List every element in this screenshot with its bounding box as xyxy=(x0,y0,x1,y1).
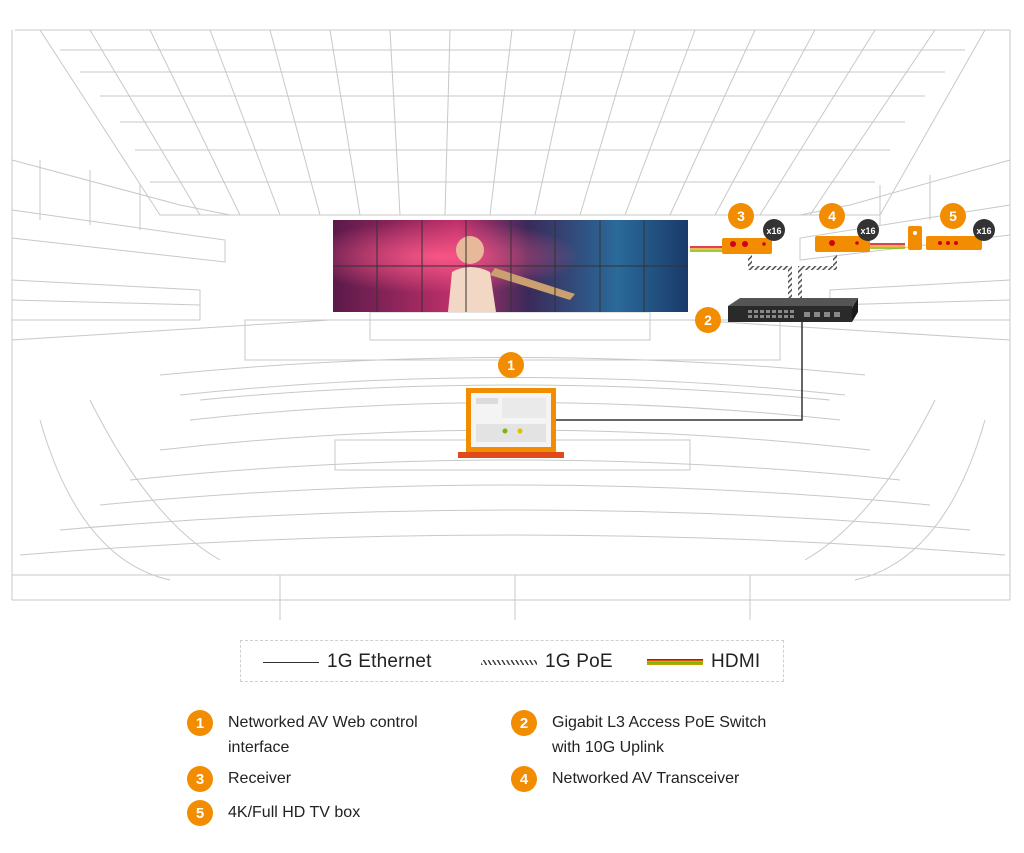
key-label-1: Networked AV Web control interface xyxy=(228,714,418,756)
legend-ethernet: 1G Ethernet xyxy=(263,650,432,674)
key-number-1: 1 xyxy=(187,710,213,736)
svg-text:1: 1 xyxy=(507,357,515,373)
key-label-5: 4K/Full HD TV box xyxy=(228,804,361,821)
svg-text:5: 5 xyxy=(949,208,957,224)
callout-5: 5 xyxy=(940,203,966,229)
callout-3: 3 xyxy=(728,203,754,229)
hdmi-line-swatch xyxy=(647,659,703,665)
key-label-4: Networked AV Transceiver xyxy=(552,770,740,787)
legend-ethernet-label: 1G Ethernet xyxy=(327,651,432,672)
key-item-5: 5 4K/Full HD TV box xyxy=(187,800,468,826)
key-number-3: 3 xyxy=(187,766,213,792)
legend-hdmi-label: HDMI xyxy=(711,651,761,672)
cable-legend: 1G Ethernet 1G PoE HDMI xyxy=(240,640,784,682)
key-item-2: 2 Gigabit L3 Access PoE Switch with 10G … xyxy=(511,710,792,760)
key-label-2: Gigabit L3 Access PoE Switch with 10G Up… xyxy=(552,714,767,756)
key-item-4: 4 Networked AV Transceiver xyxy=(511,766,792,792)
laptop-icon xyxy=(458,388,564,458)
auditorium-diagram: x16 x16 x16 xyxy=(11,29,1011,620)
svg-text:x16: x16 xyxy=(976,226,991,236)
multiplier-badge-receiver: x16 xyxy=(763,219,785,241)
key-number-4: 4 xyxy=(511,766,537,792)
svg-text:4: 4 xyxy=(828,208,836,224)
cables xyxy=(555,243,905,421)
seating xyxy=(12,384,1010,620)
tv-box-icon xyxy=(908,226,982,250)
callout-2: 2 xyxy=(695,307,721,333)
legend-poe: 1G PoE xyxy=(481,650,613,674)
video-wall xyxy=(333,220,688,312)
poe-switch-icon xyxy=(728,298,858,322)
legend-hdmi: HDMI xyxy=(647,650,760,674)
multiplier-badge-transceiver: x16 xyxy=(857,219,879,241)
multiplier-badge-tvbox: x16 xyxy=(973,219,995,241)
side-balconies xyxy=(11,30,1011,600)
ethernet-line-swatch xyxy=(263,661,319,663)
key-item-1: 1 Networked AV Web control interface xyxy=(187,710,468,760)
legend-poe-label: 1G PoE xyxy=(545,651,613,672)
key-number-2: 2 xyxy=(511,710,537,736)
receiver-device-icon xyxy=(722,238,772,254)
poe-line-swatch xyxy=(481,659,537,665)
transceiver-device-icon xyxy=(815,236,870,252)
callout-1: 1 xyxy=(498,352,524,378)
callout-4: 4 xyxy=(819,203,845,229)
svg-text:2: 2 xyxy=(704,312,712,328)
key-label-3: Receiver xyxy=(228,770,292,787)
ceiling-grid xyxy=(15,29,1010,216)
key-number-5: 5 xyxy=(187,800,213,826)
svg-text:3: 3 xyxy=(737,208,745,224)
svg-text:x16: x16 xyxy=(860,226,875,236)
key-item-3: 3 Receiver xyxy=(187,766,468,792)
svg-text:x16: x16 xyxy=(766,226,781,236)
component-key: 1 Networked AV Web control interface 2 G… xyxy=(0,700,1024,840)
